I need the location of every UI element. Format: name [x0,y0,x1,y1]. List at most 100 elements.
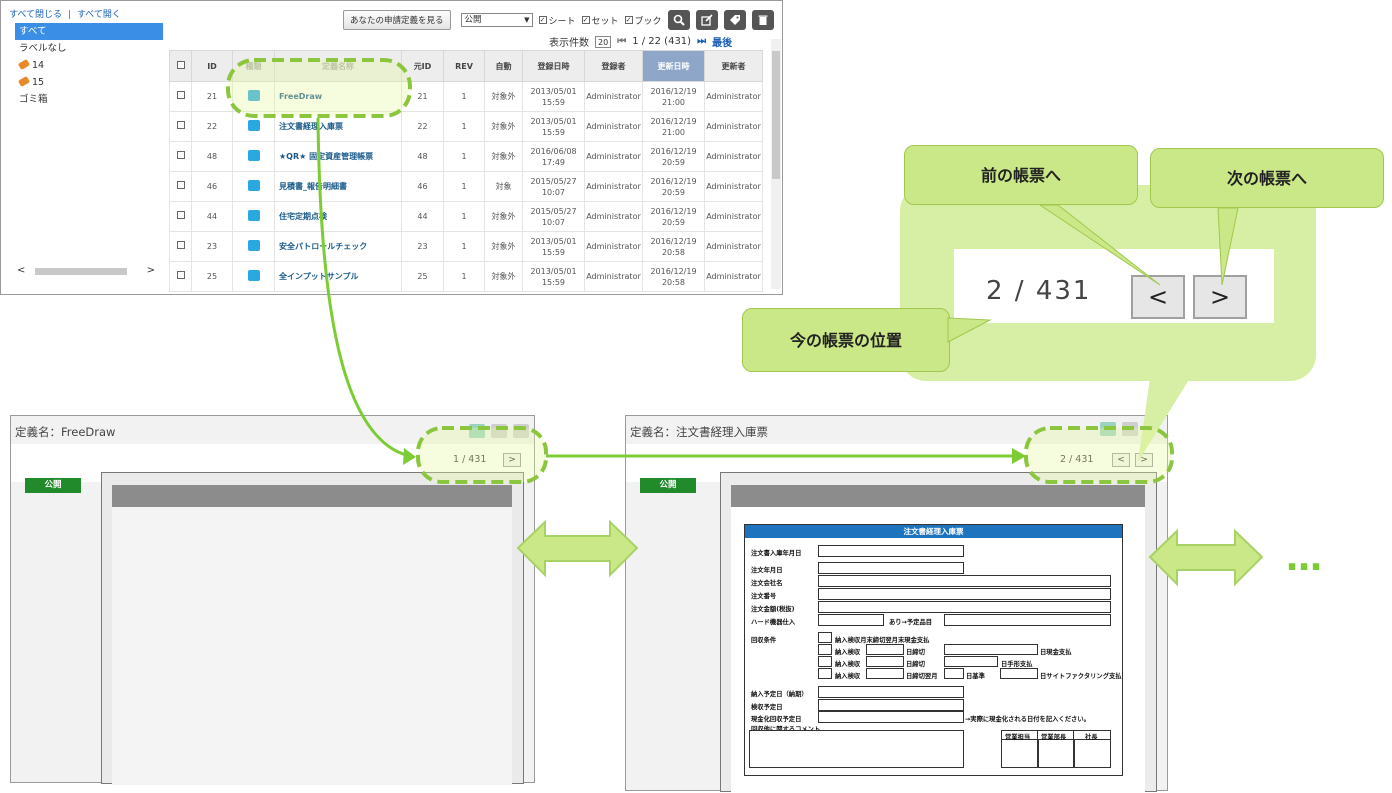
order-entry-date-field[interactable] [818,545,964,557]
table-header-row: ID 種類 定義名称 元ID REV 自動 登録日時 登録者 更新日時 更新者 [169,50,763,82]
row-checkbox[interactable] [176,211,185,219]
date-text: 2016/12/19 [650,86,697,96]
swipe-double-arrow [1148,528,1264,587]
cash-collection-date-field[interactable] [818,711,964,723]
panel-tail [1138,378,1190,462]
day-field[interactable] [866,644,904,655]
row-checkbox[interactable] [176,241,185,249]
inspection-date-field[interactable] [818,699,964,711]
my-application-definitions-button[interactable]: あなたの申請定義を見る [343,10,451,30]
tree-item-trash[interactable]: ゴミ箱 [9,91,165,108]
collection-option-1-checkbox[interactable] [818,632,832,643]
per-page-select[interactable]: 20 [595,35,612,48]
tag-icon[interactable] [723,10,746,30]
day-field[interactable] [944,656,998,667]
scroll-right-icon[interactable]: > [146,265,155,276]
column-header-name[interactable]: 定義名称 [274,50,402,82]
order-date-field[interactable] [818,562,964,574]
hardware-field[interactable] [818,614,884,626]
sheet-checkbox[interactable]: ✓シート [538,14,576,27]
last-page-icon[interactable]: ⏭ [697,36,707,47]
collapse-all-link[interactable]: すべて閉じる [9,10,63,20]
form-label: 納入検収 [835,661,861,668]
search-icon[interactable] [667,10,690,30]
day-field[interactable] [944,644,1038,655]
company-field[interactable] [818,575,1111,587]
select-all-checkbox[interactable] [176,61,185,69]
row-checkbox[interactable] [176,121,185,129]
date-text: 2016/12/19 [650,236,697,246]
list-vertical-scrollbar[interactable] [771,39,781,289]
column-header-id[interactable]: ID [191,50,233,82]
definition-name-link[interactable]: ★QR★ 固定資産管理帳票 [274,141,402,172]
amount-field[interactable] [818,601,1111,613]
row-checkbox[interactable] [176,151,185,159]
collection-option-2-checkbox[interactable] [818,644,832,655]
scrollbar-thumb[interactable] [35,268,127,275]
kind-cell [232,141,275,172]
first-page-icon[interactable]: ⏮ [617,36,627,47]
column-header-kind[interactable]: 種類 [232,50,275,82]
day-field[interactable] [866,656,904,667]
column-header-registered-by[interactable]: 登録者 [584,50,643,82]
tree-item-all[interactable]: すべて [15,23,163,40]
column-header-updated-by[interactable]: 更新者 [704,50,763,82]
day-field[interactable] [866,668,904,679]
tree-item-no-label[interactable]: ラベルなし [9,40,165,57]
collection-option-3-checkbox[interactable] [818,656,832,667]
day-field[interactable] [944,668,964,679]
form-title: 注文書経理入庫票 [745,525,1122,538]
tree-item-label: 15 [32,77,45,88]
updated-by-cell: Administrator [704,201,763,232]
delivery-date-field[interactable] [818,686,964,698]
expand-all-link[interactable]: すべて開く [76,10,121,20]
tree-horizontal-scrollbar[interactable]: < > [13,265,159,277]
updated-by-cell: Administrator [704,231,763,262]
select-all-checkbox-header[interactable] [169,50,192,82]
column-header-orig-id[interactable]: 元ID [401,50,444,82]
date-text: 2016/12/19 [650,146,697,156]
scrollbar-thumb[interactable] [772,51,780,179]
enlarged-next-button[interactable]: > [1193,275,1247,319]
form-label: 納入検収月末締切翌月末現金支払 [835,637,930,644]
table-row[interactable]: 21FreeDraw211対象外2013/05/0115:59Administr… [169,81,763,112]
trash-icon[interactable] [751,10,774,30]
form-label: 注文書入庫年月日 [751,550,802,557]
label-tree: すべて閉じる | すべて開く すべて ラベルなし 14 15 ゴミ箱 < > [9,7,165,289]
tree-item-14[interactable]: 14 [9,57,165,74]
definition-name-link[interactable]: 住宅定期点検 [274,201,402,232]
set-checkbox[interactable]: ✓セット [581,14,619,27]
column-header-registered-at[interactable]: 登録日時 [522,50,585,82]
visibility-filter-select[interactable]: 公開 [460,13,533,27]
checkbox-label: セット [591,16,619,27]
checkbox-label: ブック [634,16,662,27]
definition-name-link[interactable]: 全インプットサンプル [274,261,402,292]
row-checkbox[interactable] [176,91,185,99]
tree-item-15[interactable]: 15 [9,74,165,91]
comment-field[interactable] [749,730,964,768]
planned-items-field[interactable] [944,614,1111,626]
column-header-rev[interactable]: REV [443,50,485,82]
form-position: 1 / 431 [453,454,486,465]
registered-by-cell: Administrator [584,81,643,112]
day-field[interactable] [1000,668,1038,679]
order-number-field[interactable] [818,588,1111,600]
next-form-button[interactable]: > [503,453,521,467]
row-checkbox[interactable] [176,181,185,189]
collection-option-4-checkbox[interactable] [818,668,832,679]
book-checkbox[interactable]: ✓ブック [624,14,662,27]
prev-form-button[interactable]: < [1112,453,1130,467]
column-header-auto[interactable]: 自動 [484,50,523,82]
edit-icon[interactable] [695,10,718,30]
row-checkbox[interactable] [176,271,185,279]
enlarged-prev-button[interactable]: < [1131,275,1185,319]
scroll-left-icon[interactable]: < [17,265,26,276]
column-header-updated-at[interactable]: 更新日時 [642,50,705,82]
last-page-link[interactable]: 最後 [712,38,733,49]
left-pager-highlight [416,426,548,484]
id-cell: 22 [191,111,233,142]
